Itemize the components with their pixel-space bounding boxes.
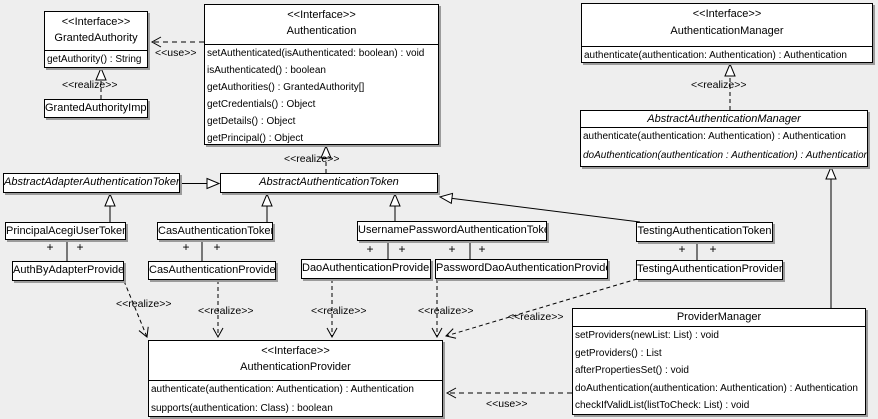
association-plus: + bbox=[709, 242, 717, 256]
stereotype-label: <<Interface>> bbox=[261, 345, 330, 357]
method-item: afterPropertiesSet() : void bbox=[575, 365, 689, 376]
method-item: checkIfValidList(listToCheck: List) : vo… bbox=[575, 400, 750, 411]
association-plus: + bbox=[398, 242, 406, 256]
class-name: AuthByAdapterProvider bbox=[13, 264, 123, 276]
method-item: getDetails() : Object bbox=[207, 116, 296, 128]
class-cas-authentication-provider: CasAuthenticationProvider bbox=[148, 261, 276, 280]
class-name: TestingAuthenticationToken bbox=[637, 225, 772, 237]
class-name: AuthenticationManager bbox=[670, 25, 784, 37]
class-name: AbstractAdapterAuthenticationToken bbox=[4, 176, 179, 188]
class-principal-acegi-user-token: PrincipalAcegiUserToken bbox=[5, 222, 126, 240]
stereotype-label: <<Interface>> bbox=[287, 9, 356, 21]
method-item: getAuthorities() : GrantedAuthority[] bbox=[207, 82, 365, 94]
use-label: <<use>> bbox=[155, 47, 197, 59]
realize-edge-authbyadapterprovider bbox=[123, 280, 149, 338]
association-plus: + bbox=[448, 242, 456, 256]
class-granted-authority: <<Interface>> GrantedAuthority getAuthor… bbox=[44, 11, 148, 68]
realize-label: <<realize>> bbox=[508, 311, 564, 323]
method-item: getAuthority() : String bbox=[47, 54, 142, 65]
class-name: UsernamePasswordAuthenticationToken bbox=[358, 224, 546, 236]
association-plus: + bbox=[46, 240, 54, 254]
class-cas-authentication-token: CasAuthenticationToken bbox=[157, 222, 273, 240]
class-auth-by-adapter-provider: AuthByAdapterProvider bbox=[12, 261, 124, 281]
class-name: GrantedAuthorityImpl bbox=[45, 102, 147, 114]
association-plus: + bbox=[76, 240, 84, 254]
class-provider-manager: ProviderManager setProviders(newList: Li… bbox=[572, 308, 866, 415]
method-item: getProviders() : List bbox=[575, 347, 662, 359]
realize-label: <<realize>> bbox=[418, 305, 474, 317]
class-name: PasswordDaoAuthenticationProvider bbox=[436, 262, 607, 274]
class-abstract-authentication-token: AbstractAuthenticationToken bbox=[220, 173, 438, 193]
class-name: ProviderManager bbox=[676, 311, 762, 323]
class-username-password-authentication-token: UsernamePasswordAuthenticationToken bbox=[357, 221, 547, 241]
class-authentication-provider: <<Interface>> AuthenticationProvider aut… bbox=[148, 340, 443, 417]
class-name: PrincipalAcegiUserToken bbox=[6, 225, 125, 237]
method-item: authenticate(authentication: Authenticat… bbox=[583, 131, 846, 142]
class-name: DaoAuthenticationProvider bbox=[302, 262, 430, 274]
class-name: TestingAuthenticationProvider bbox=[637, 263, 782, 275]
realize-label: <<realize>> bbox=[691, 79, 747, 91]
realize-label: <<realize>> bbox=[62, 79, 118, 91]
class-name: CasAuthenticationProvider bbox=[149, 264, 275, 276]
method-item: supports(authentication: Class) : boolea… bbox=[151, 402, 333, 414]
class-name: Authentication bbox=[286, 25, 357, 37]
method-item: setAuthenticated(isAuthenticated: boolea… bbox=[207, 48, 425, 59]
class-authentication: <<Interface>> Authentication setAuthenti… bbox=[204, 4, 439, 145]
association-plus: + bbox=[213, 240, 221, 254]
realize-label: <<realize>> bbox=[284, 153, 340, 165]
class-dao-authentication-provider: DaoAuthenticationProvider bbox=[301, 259, 431, 279]
class-authentication-manager: <<Interface>> AuthenticationManager auth… bbox=[581, 3, 873, 63]
class-name: AbstractAuthenticationToken bbox=[259, 176, 399, 188]
class-abstract-authentication-manager: AbstractAuthenticationManager authentica… bbox=[580, 110, 868, 167]
method-item: isAuthenticated() : boolean bbox=[207, 65, 326, 77]
stereotype-label: <<Interface>> bbox=[61, 16, 131, 28]
method-item: doAuthentication(authentication : Authen… bbox=[583, 149, 867, 161]
class-testing-authentication-provider: TestingAuthenticationProvider bbox=[636, 260, 783, 280]
class-name: AbstractAuthenticationManager bbox=[647, 113, 801, 125]
class-testing-authentication-token: TestingAuthenticationToken bbox=[636, 222, 773, 242]
class-name: AuthenticationProvider bbox=[240, 361, 351, 373]
method-item: authenticate(authentication: Authenticat… bbox=[151, 384, 414, 395]
method-item: getPrincipal() : Object bbox=[207, 133, 304, 145]
use-label: <<use>> bbox=[486, 398, 528, 410]
method-item: authenticate(authentication: Authenticat… bbox=[584, 50, 847, 61]
class-abstract-adapter-authentication-token: AbstractAdapterAuthenticationToken bbox=[3, 173, 180, 193]
class-password-dao-authentication-provider: PasswordDaoAuthenticationProvider bbox=[435, 259, 608, 279]
method-item: getCredentials() : Object bbox=[207, 99, 316, 111]
realize-label: <<realize>> bbox=[311, 305, 367, 317]
association-plus: + bbox=[366, 242, 374, 256]
method-item: doAuthentication(authentication: Authent… bbox=[575, 382, 858, 394]
method-item: setProviders(newList: List) : void bbox=[575, 330, 719, 341]
class-name: CasAuthenticationToken bbox=[158, 225, 272, 237]
class-name: GrantedAuthority bbox=[54, 32, 138, 44]
association-plus: + bbox=[478, 242, 486, 256]
association-plus: + bbox=[182, 240, 190, 254]
realize-label: <<realize>> bbox=[198, 305, 254, 317]
generalization-edge-testingauthenticationtoken bbox=[441, 197, 641, 223]
realize-label: <<realize>> bbox=[116, 298, 172, 310]
association-plus: + bbox=[678, 242, 686, 256]
stereotype-label: <<Interface>> bbox=[692, 8, 762, 20]
realize-edge-testingauthenticationprovider bbox=[445, 278, 638, 339]
class-granted-authority-impl: GrantedAuthorityImpl bbox=[44, 99, 148, 118]
